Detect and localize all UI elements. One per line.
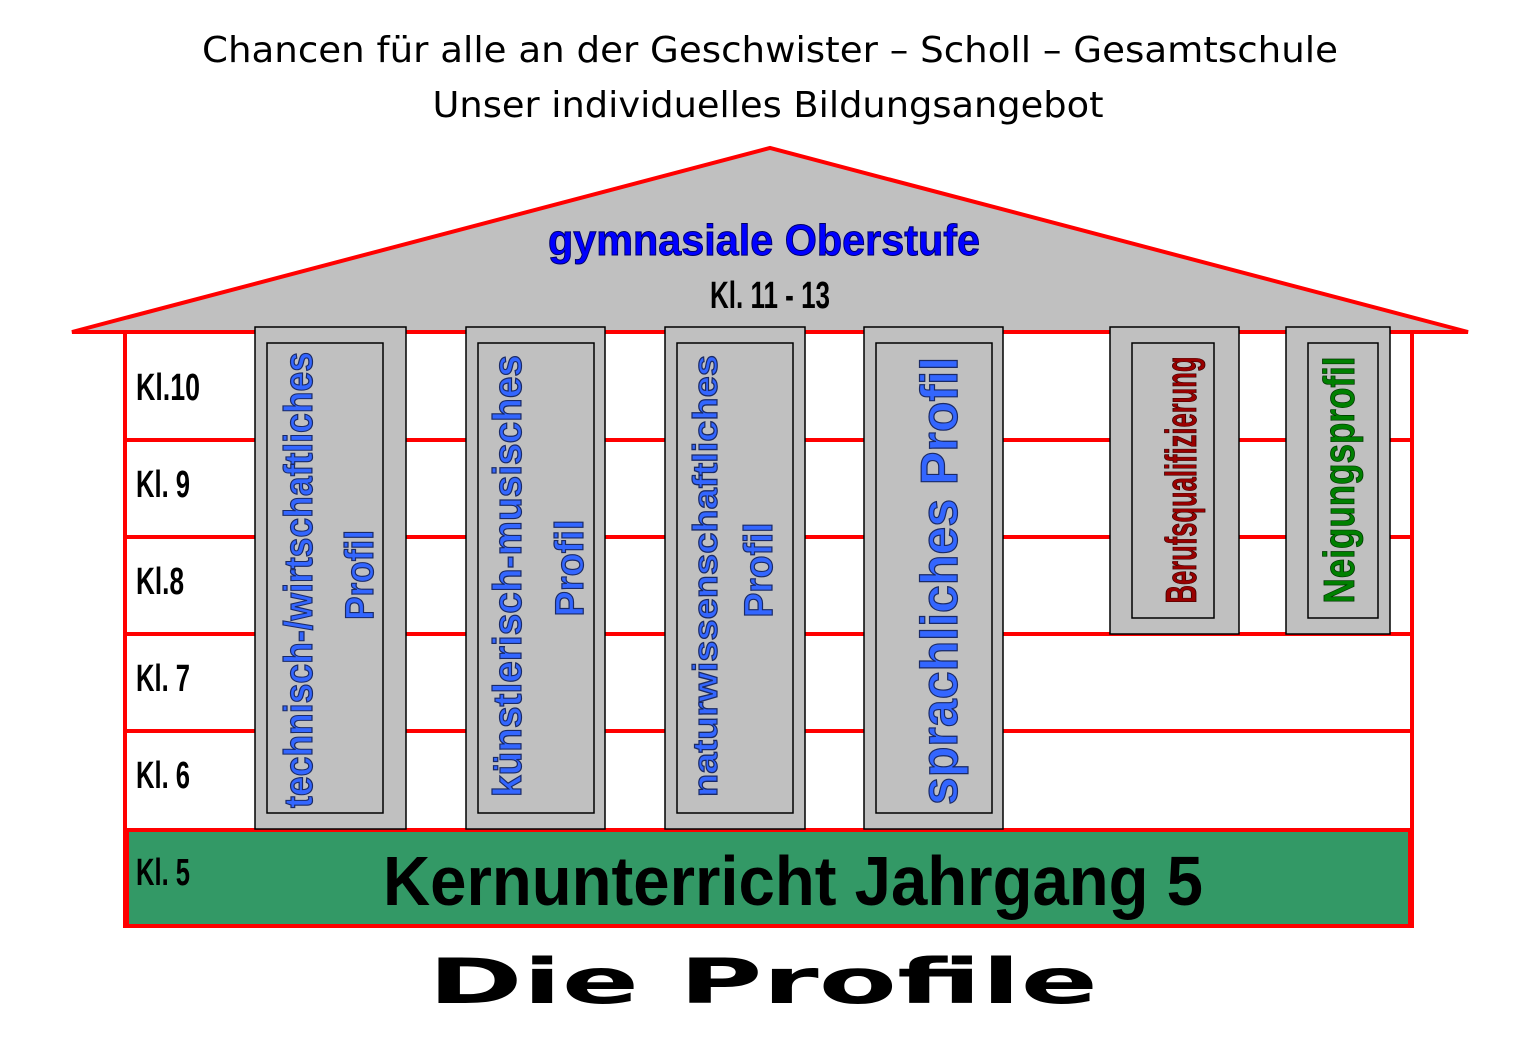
title-line-1: Chancen für alle an der Geschwister – Sc… bbox=[202, 30, 1338, 71]
column-inner bbox=[477, 342, 595, 814]
profile-5-title: Berufsqualifizierung bbox=[1157, 357, 1206, 604]
foundation-label: Kernunterricht Jahrgang 5 bbox=[383, 842, 1203, 920]
column-inner bbox=[1307, 342, 1379, 619]
roof-label: gymnasiale Oberstufe bbox=[548, 216, 980, 265]
title-line-2: Unser individuelles Bildungsangebot bbox=[433, 85, 1104, 126]
grade-label-5: Kl. 5 bbox=[136, 852, 190, 894]
profile-2-title: künstlerisch-musisches bbox=[486, 355, 530, 797]
profile-3-subtitle: Profil bbox=[737, 523, 781, 618]
grade-label-7: Kl. 7 bbox=[136, 658, 190, 700]
foundation-bar bbox=[125, 828, 1412, 928]
grade-label-6: Kl. 6 bbox=[136, 755, 190, 797]
footer-label: Die Profile bbox=[428, 945, 1098, 1018]
column-inner bbox=[875, 342, 993, 814]
profile-3-title: naturwissenschaftliches bbox=[687, 355, 725, 797]
grade-label-10: Kl.10 bbox=[136, 367, 200, 409]
column-inner bbox=[1131, 342, 1215, 619]
roof-grades: Kl. 11 - 13 bbox=[710, 275, 830, 317]
profile-6-title: Neigungsprofil bbox=[1315, 357, 1364, 604]
column-inner bbox=[676, 342, 794, 814]
grade-label-8: Kl.8 bbox=[136, 561, 184, 603]
profile-2-subtitle: Profil bbox=[548, 520, 592, 617]
grade-label-9: Kl. 9 bbox=[136, 464, 190, 506]
profile-1-title: technisch-/wirtschaftliches bbox=[277, 352, 321, 808]
profile-4-title: sprachliches Profil bbox=[911, 357, 969, 805]
profile-1-subtitle: Profil bbox=[338, 530, 382, 620]
column-inner bbox=[266, 342, 384, 814]
